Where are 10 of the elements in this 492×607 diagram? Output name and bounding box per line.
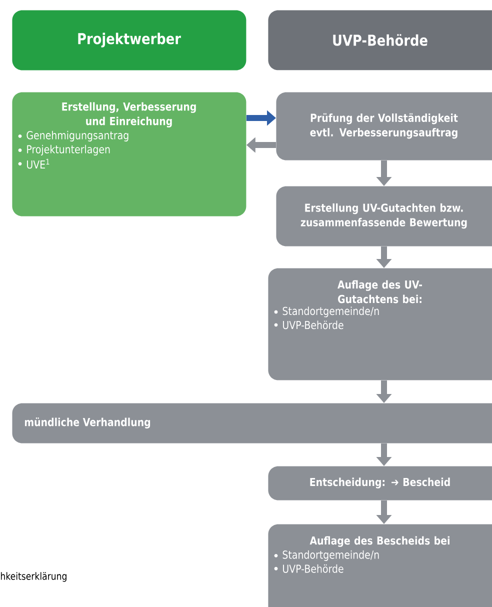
process-box: Auflage des Bescheids bei Standortgemeinde/n UVP-Behörde bbox=[268, 524, 492, 607]
header-box: UVP-Behörde bbox=[268, 10, 492, 70]
process-box: Prüfung der Vollständigkeit evtl. Verbesserungsauftrag bbox=[276, 92, 492, 160]
process-box: Auflage des UV-Gutachtens bei: Standortgemeinde/n UVP-Behörde bbox=[268, 268, 492, 380]
footnote-text: hkeitserklärung bbox=[0, 572, 66, 582]
process-box: Erstellung, Verbesserung und Einreichung Genehmigungsantrag Projektunterlagen UVE$^{1}$ bbox=[12, 92, 246, 216]
process-box: Entscheidung: ➔ Bescheid bbox=[268, 466, 492, 500]
process-box: Erstellung UV-Gutachten bzw. zusammenfassende Bewertung bbox=[276, 186, 492, 246]
header-box: Projektwerber bbox=[12, 10, 246, 70]
process-box: mündliche Verhandlung bbox=[12, 403, 492, 444]
